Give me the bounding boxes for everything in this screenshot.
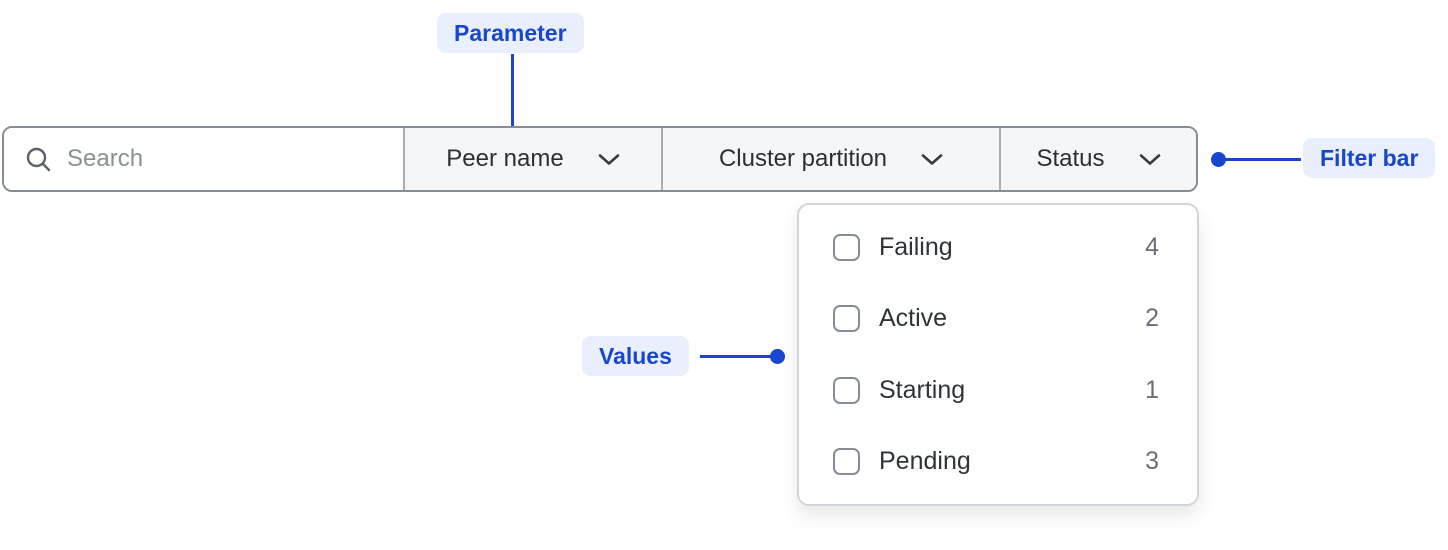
values-leader-line (700, 355, 772, 358)
dropdown-status[interactable]: Status (999, 128, 1196, 190)
search-section[interactable] (4, 128, 403, 190)
parameter-annotation-badge: Parameter (437, 13, 584, 53)
status-dropdown-menu: Failing 4 Active 2 Starting 1 Pending 3 (797, 203, 1199, 506)
checkbox-active[interactable] (833, 305, 860, 333)
values-annotation-badge: Values (582, 336, 689, 376)
menu-item-count: 4 (1145, 233, 1159, 262)
menu-item-failing[interactable]: Failing 4 (799, 212, 1197, 283)
dropdown-cluster-partition-label: Cluster partition (718, 145, 888, 172)
checkbox-pending[interactable] (833, 447, 860, 475)
dropdown-peer-name-label: Peer name (446, 145, 564, 172)
checkbox-starting[interactable] (833, 376, 860, 404)
menu-item-label: Pending (879, 446, 971, 475)
dropdown-peer-name[interactable]: Peer name (403, 128, 661, 190)
dropdown-status-label: Status (1036, 145, 1105, 172)
menu-item-label: Failing (879, 233, 953, 262)
checkbox-failing[interactable] (833, 234, 860, 262)
filter-bar: Peer name Cluster partition Status (2, 126, 1198, 192)
filter-bar-leader-dot (1211, 152, 1226, 167)
chevron-down-icon (598, 153, 620, 166)
filter-bar-leader-line (1223, 158, 1301, 161)
search-input[interactable] (67, 145, 403, 173)
values-leader-dot (770, 349, 785, 364)
menu-item-label: Active (879, 304, 948, 333)
menu-item-active[interactable]: Active 2 (799, 283, 1197, 354)
menu-item-pending[interactable]: Pending 3 (799, 426, 1197, 497)
search-icon (25, 146, 52, 173)
chevron-down-icon (1139, 153, 1161, 166)
menu-item-count: 3 (1145, 446, 1159, 475)
menu-item-count: 2 (1145, 304, 1159, 333)
dropdown-cluster-partition[interactable]: Cluster partition (661, 128, 999, 190)
menu-item-starting[interactable]: Starting 1 (799, 355, 1197, 426)
menu-item-label: Starting (879, 375, 966, 404)
filter-bar-annotation-badge: Filter bar (1303, 138, 1436, 178)
menu-item-count: 1 (1145, 375, 1159, 404)
chevron-down-icon (921, 153, 943, 166)
parameter-leader-line (511, 54, 514, 138)
